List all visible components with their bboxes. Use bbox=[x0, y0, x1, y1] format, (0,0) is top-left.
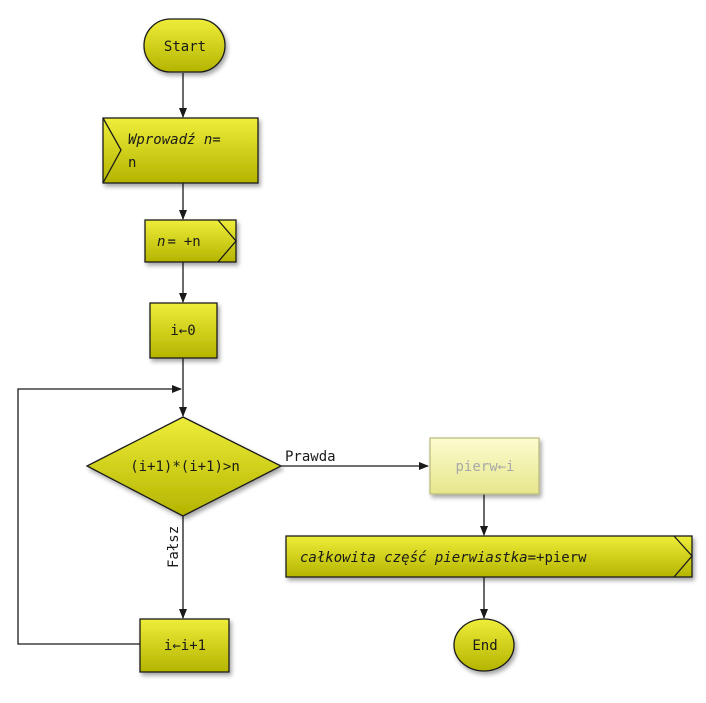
input-prompt: Wprowadź n= bbox=[128, 132, 221, 148]
output-eq: = bbox=[528, 550, 536, 566]
input-var-node[interactable]: n= +n bbox=[144, 219, 237, 263]
false-label: Fałsz bbox=[166, 526, 182, 568]
true-label: Prawda bbox=[285, 449, 336, 465]
output-node[interactable]: całkowita część pierwiastka=+pierw bbox=[285, 535, 693, 578]
svg-text:n=+n: n= +n bbox=[157, 234, 201, 250]
end-label: End bbox=[472, 638, 497, 654]
input-var-name: n bbox=[157, 234, 165, 250]
input-node[interactable]: Wprowadź n= n bbox=[102, 117, 259, 184]
start-node[interactable]: Start bbox=[143, 18, 226, 73]
input-var-value: +n bbox=[184, 234, 201, 250]
decision-label: (i+1)*(i+1)>n bbox=[130, 459, 240, 475]
input-var-eq: = bbox=[167, 234, 175, 250]
increment-label: i←i+1 bbox=[164, 638, 206, 654]
increment-node[interactable]: i←i+1 bbox=[139, 618, 230, 673]
init-node[interactable]: i←0 bbox=[149, 302, 218, 359]
connectors bbox=[17, 73, 488, 645]
output-label: całkowita część pierwiastka bbox=[300, 550, 528, 566]
decision-node[interactable]: (i+1)*(i+1)>n bbox=[85, 416, 283, 517]
output-value: +pierw bbox=[536, 550, 587, 566]
end-node[interactable]: End bbox=[453, 618, 515, 672]
edge-loop-back bbox=[17, 385, 182, 645]
init-label: i←0 bbox=[170, 323, 195, 339]
svg-text:całkowita część pierwiastka=+p: całkowita część pierwiastka=+pierw bbox=[300, 550, 587, 566]
input-variable: n bbox=[128, 155, 136, 171]
assign-root-node[interactable]: pierw←i bbox=[429, 437, 540, 495]
start-label: Start bbox=[164, 39, 206, 55]
assign-root-label: pierw←i bbox=[455, 459, 514, 475]
